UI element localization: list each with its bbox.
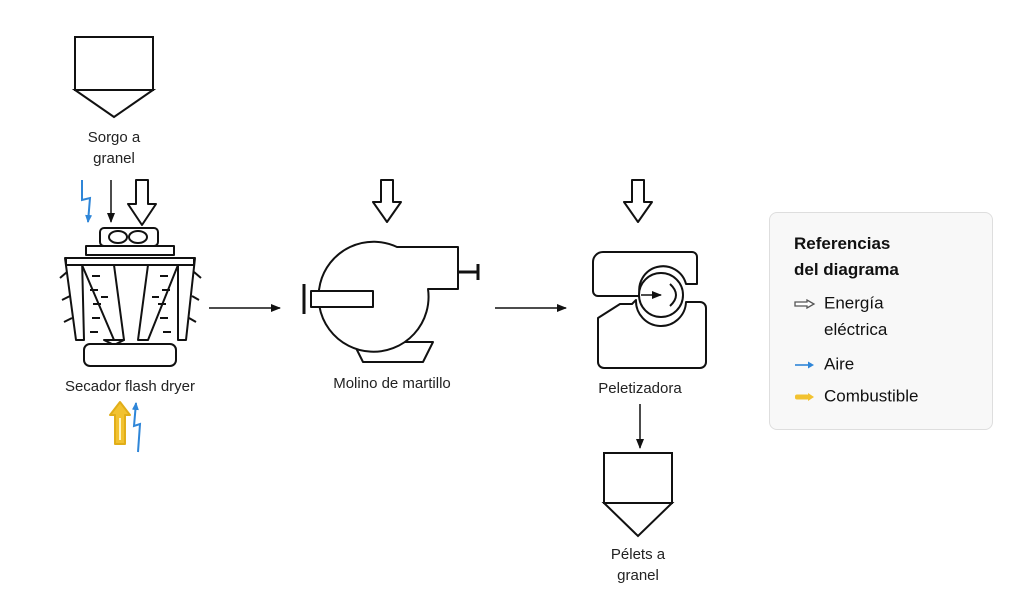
mill-energy-input-icon	[372, 179, 402, 223]
pelletizer-icon	[592, 251, 707, 369]
legend-item-aire: Aire	[794, 351, 854, 378]
dryer-heat-marks	[59, 271, 202, 333]
pelletizer-energy-input-icon	[623, 179, 653, 223]
blue-arrow-icon	[794, 352, 824, 378]
flash-dryer-icon	[64, 227, 196, 367]
dryer-fuel-input-icon	[109, 401, 131, 445]
legend-panel: Referencias del diagrama Energía eléctri…	[769, 212, 993, 430]
label-secador: Secador flash dryer	[64, 378, 196, 395]
legend-item-energia: Energía eléctrica	[794, 290, 887, 343]
label-molino: Molino de martillo	[333, 375, 451, 392]
legend-item-combustible: Combustible	[794, 383, 919, 410]
dryer-air-input-icon	[81, 180, 93, 223]
yellow-arrow-icon	[794, 384, 824, 410]
dryer-air-bottom-icon	[131, 402, 142, 453]
label-sorgo-granel: Sorgo a granel	[87, 129, 141, 167]
label-pelets-granel: Pélets a granel	[610, 546, 666, 584]
dryer-energy-input-icon	[127, 179, 157, 226]
hollow-arrow-icon	[794, 291, 824, 317]
hammer-mill-icon	[302, 240, 480, 363]
legend-title: Referencias del diagrama	[794, 234, 899, 279]
pellets-hopper-icon	[601, 452, 675, 538]
label-peletizadora: Peletizadora	[598, 380, 682, 397]
sorghum-hopper-icon	[71, 36, 157, 119]
